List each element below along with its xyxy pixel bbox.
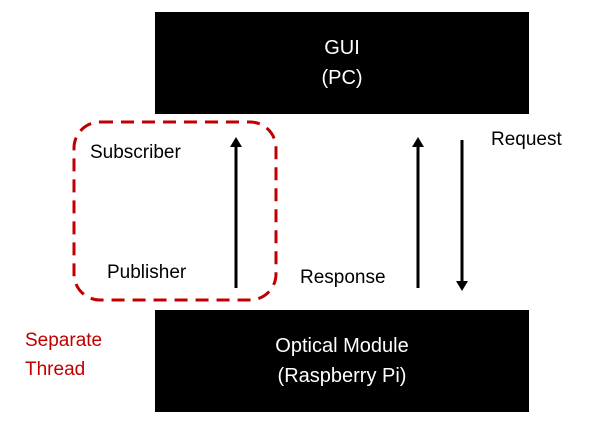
subscriber-label: Subscriber xyxy=(90,142,181,163)
optical-block-title: Optical Module xyxy=(275,335,409,357)
response-label: Response xyxy=(300,267,386,288)
optical-module-block: Optical Module (Raspberry Pi) xyxy=(155,310,529,412)
separate-thread-note: Separate Thread xyxy=(25,326,102,384)
thread-note-line2: Thread xyxy=(25,359,86,380)
thread-note-line1: Separate xyxy=(25,330,103,351)
separate-thread-dashed-box xyxy=(72,120,278,302)
gui-block-title: GUI xyxy=(324,37,360,59)
request-label: Request xyxy=(491,129,562,150)
optical-block-subtitle: (Raspberry Pi) xyxy=(277,365,407,387)
gui-block-subtitle: (PC) xyxy=(321,67,363,89)
publisher-label: Publisher xyxy=(107,262,187,283)
gui-pc-block: GUI (PC) xyxy=(155,12,529,114)
